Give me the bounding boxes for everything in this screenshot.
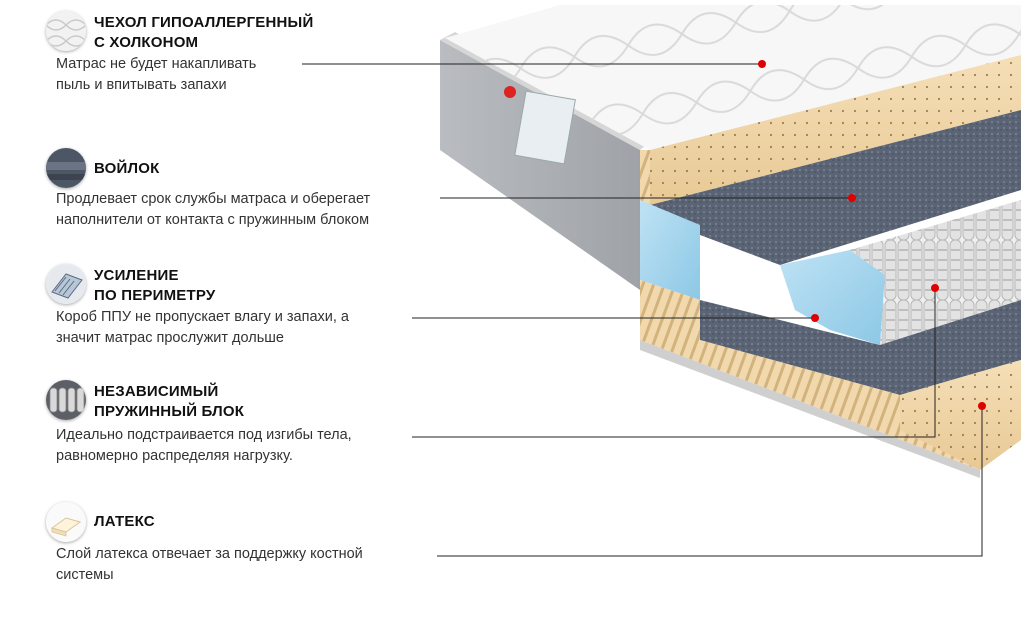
feature-title: ВОЙЛОК: [94, 160, 160, 177]
feature-title: УСИЛЕНИЕ ПО ПЕРИМЕТРУ: [94, 267, 216, 304]
feature-title: ЛАТЕКС: [94, 513, 155, 530]
spring-block-icon: [46, 380, 86, 420]
quilted-cover-icon: [46, 11, 86, 51]
felt-layer-icon: [46, 148, 86, 188]
latex-layer-icon: [46, 502, 86, 542]
feature-description: Идеально подстраивается под изгибы тела,…: [56, 427, 352, 464]
feature-title: НЕЗАВИСИМЫЙ ПРУЖИННЫЙ БЛОК: [94, 383, 245, 420]
feature-description: Продлевает срок службы матраса и оберега…: [56, 191, 371, 228]
feature-description: Слой латекса отвечает за поддержку костн…: [56, 546, 363, 583]
foam-box-icon: [46, 264, 86, 304]
feature-description: Короб ППУ не пропускает влагу и запахи, …: [56, 309, 349, 346]
feature-title: ЧЕХОЛ ГИПОАЛЛЕРГЕННЫЙ С ХОЛКОНОМ: [94, 14, 314, 51]
feature-description: Матрас не будет накапливать пыль и впиты…: [56, 56, 257, 93]
